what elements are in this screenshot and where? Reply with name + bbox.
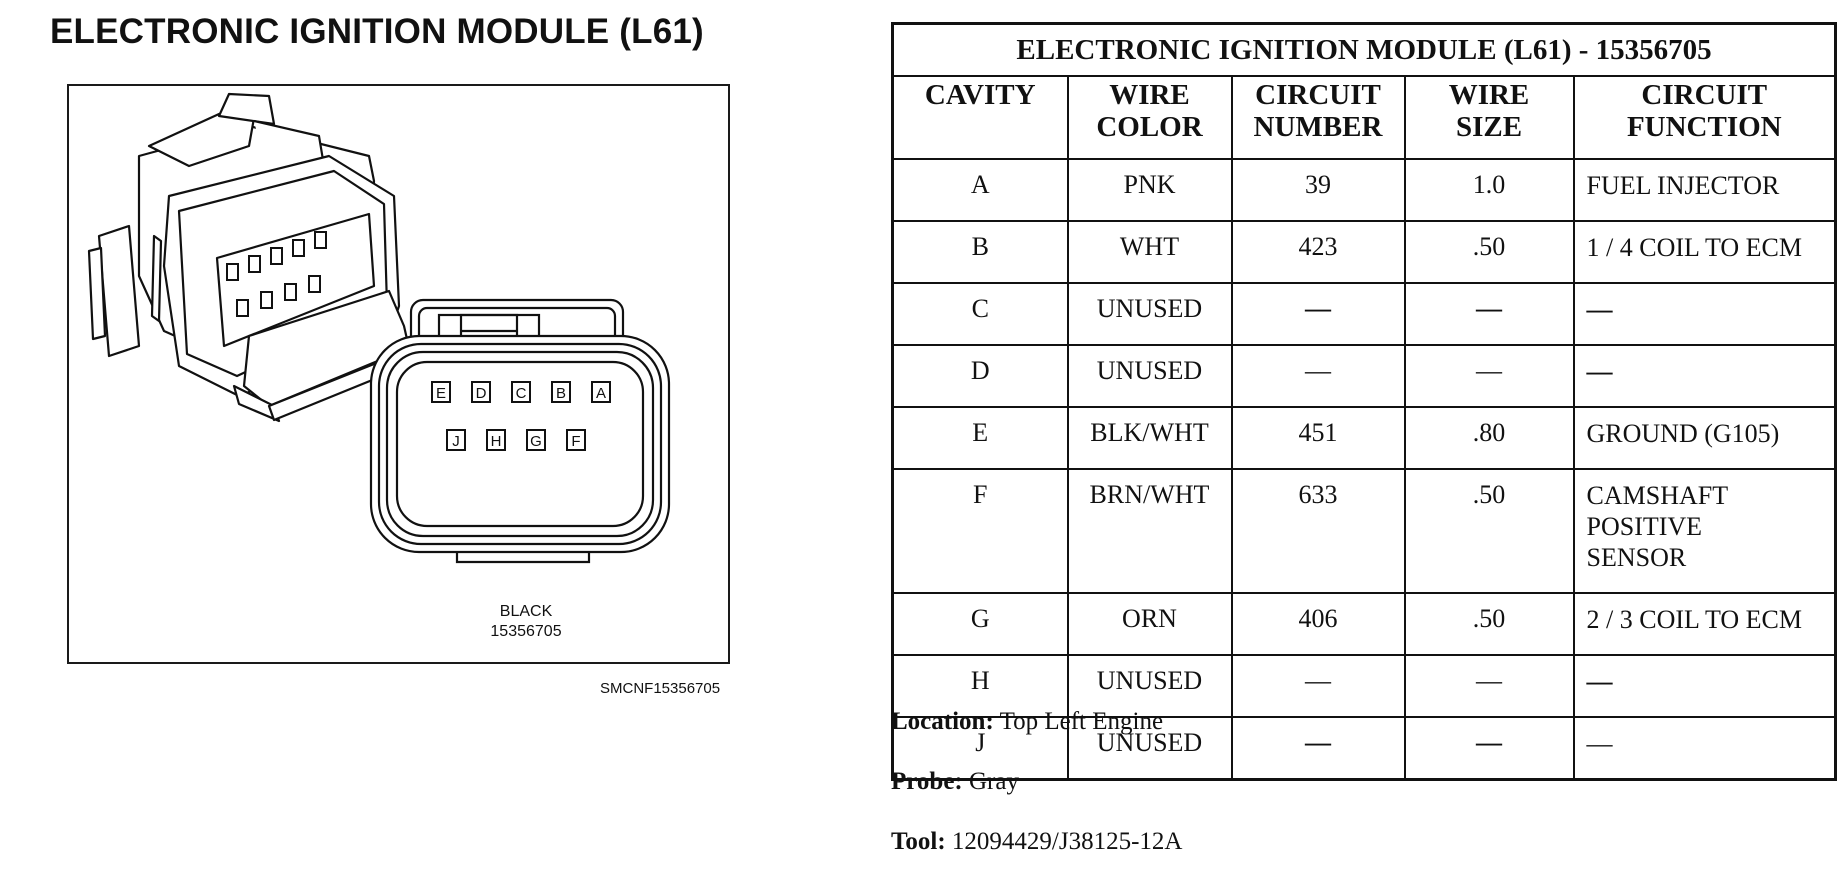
table-row: A PNK 39 1.0 FUEL INJECTOR — [891, 158, 1837, 222]
cell-wire-color: BLK/WHT — [1066, 406, 1233, 470]
face-pin-label: E — [436, 385, 446, 402]
cell-circuit-number: 423 — [1230, 220, 1406, 284]
page-title: ELECTRONIC IGNITION MODULE (L61) — [50, 12, 704, 51]
tool-value: 12094429/J38125-12A — [951, 828, 1183, 855]
cell-wire-size: 1.0 — [1403, 158, 1575, 222]
connector-part-number: 15356705 — [490, 623, 561, 640]
table-row: H UNUSED — — — — [891, 654, 1837, 718]
cell-cavity: F — [891, 468, 1069, 594]
face-pin-label: J — [452, 433, 460, 450]
header-cavity: CAVITY — [891, 75, 1069, 160]
cell-circuit-number: — — [1230, 654, 1406, 718]
pinout-table: ELECTRONIC IGNITION MODULE (L61) - 15356… — [891, 22, 1838, 781]
face-pin-label: B — [556, 385, 566, 402]
cell-cavity: H — [891, 654, 1069, 718]
cell-cavity: E — [891, 406, 1069, 470]
face-pin-label: G — [530, 433, 542, 450]
table-row: J UNUSED — — — — [891, 716, 1837, 781]
cell-wire-size: .50 — [1403, 220, 1575, 284]
cell-wire-color: WHT — [1066, 220, 1233, 284]
cell-circuit-function: 1 / 4 COIL TO ECM — [1572, 220, 1837, 284]
cell-wire-color: UNUSED — [1066, 716, 1233, 781]
cell-circuit-number: 406 — [1230, 592, 1406, 656]
cell-wire-color: PNK — [1066, 158, 1233, 222]
face-pin-label: C — [516, 385, 527, 402]
table-row: B WHT 423 .50 1 / 4 COIL TO ECM — [891, 220, 1837, 284]
cell-circuit-function: FUEL INJECTOR — [1572, 158, 1837, 222]
cell-circuit-number: 633 — [1230, 468, 1406, 594]
location-value: Top Left Engine — [999, 708, 1164, 735]
cell-cavity: B — [891, 220, 1069, 284]
cell-wire-color: UNUSED — [1066, 282, 1233, 346]
cell-circuit-function: — — [1572, 282, 1837, 346]
connector-face-pins — [431, 381, 611, 451]
table-title: ELECTRONIC IGNITION MODULE (L61) - 15356… — [891, 22, 1837, 77]
cell-circuit-number: — — [1230, 716, 1406, 781]
probe-label: Probe: — [891, 768, 963, 795]
table-row: G ORN 406 .50 2 / 3 COIL TO ECM — [891, 592, 1837, 656]
cell-circuit-function: — — [1572, 716, 1837, 781]
cell-wire-size: .50 — [1403, 468, 1575, 594]
cell-circuit-function: 2 / 3 COIL TO ECM — [1572, 592, 1837, 656]
connector-face-view-icon — [369, 298, 671, 564]
cell-circuit-function: — — [1572, 654, 1837, 718]
cell-circuit-number: — — [1230, 344, 1406, 408]
cell-wire-size: — — [1403, 344, 1575, 408]
cell-wire-size: — — [1403, 282, 1575, 346]
connector-color-label: BLACK — [500, 603, 553, 620]
cell-cavity: C — [891, 282, 1069, 346]
cell-circuit-number: — — [1230, 282, 1406, 346]
tool-note: Tool: 12094429/J38125-12A — [891, 828, 1182, 856]
cell-wire-color: ORN — [1066, 592, 1233, 656]
cell-circuit-function: — — [1572, 344, 1837, 408]
location-label: Location: — [891, 708, 994, 735]
probe-note: Probe: Gray — [891, 768, 1019, 796]
cell-cavity: A — [891, 158, 1069, 222]
connector-3d-illustration-icon — [87, 92, 421, 423]
connector-3d-pin-cavities — [226, 231, 327, 317]
cell-circuit-function: GROUND (G105) — [1572, 406, 1837, 470]
face-pin-label: F — [571, 433, 580, 450]
cell-cavity: J — [891, 716, 1069, 781]
cell-cavity: G — [891, 592, 1069, 656]
table-row: E BLK/WHT 451 .80 GROUND (G105) — [891, 406, 1837, 470]
probe-value: Gray — [969, 768, 1019, 795]
table-row: D UNUSED — — — — [891, 344, 1837, 408]
connector-figure: E D C B A J H G F BLACK 15356705 — [67, 84, 730, 664]
cell-wire-size: .80 — [1403, 406, 1575, 470]
table-row: C UNUSED — — — — [891, 282, 1837, 346]
tool-label: Tool: — [891, 828, 946, 855]
cell-cavity: D — [891, 344, 1069, 408]
cell-circuit-number: 451 — [1230, 406, 1406, 470]
cell-wire-color: UNUSED — [1066, 654, 1233, 718]
location-note: Location: Top Left Engine — [891, 708, 1163, 736]
cell-wire-color: UNUSED — [1066, 344, 1233, 408]
face-pin-label: H — [491, 433, 502, 450]
connector-illustration: E D C B A J H G F BLACK 15356705 — [87, 92, 671, 640]
figure-code: SMCNF15356705 — [600, 680, 721, 697]
cell-wire-size: — — [1403, 716, 1575, 781]
cell-wire-size: .50 — [1403, 592, 1575, 656]
face-pin-label: A — [596, 385, 606, 402]
face-pin-label: D — [476, 385, 487, 402]
cell-circuit-number: 39 — [1230, 158, 1406, 222]
cell-wire-color: BRN/WHT — [1066, 468, 1233, 594]
cell-wire-size: — — [1403, 654, 1575, 718]
